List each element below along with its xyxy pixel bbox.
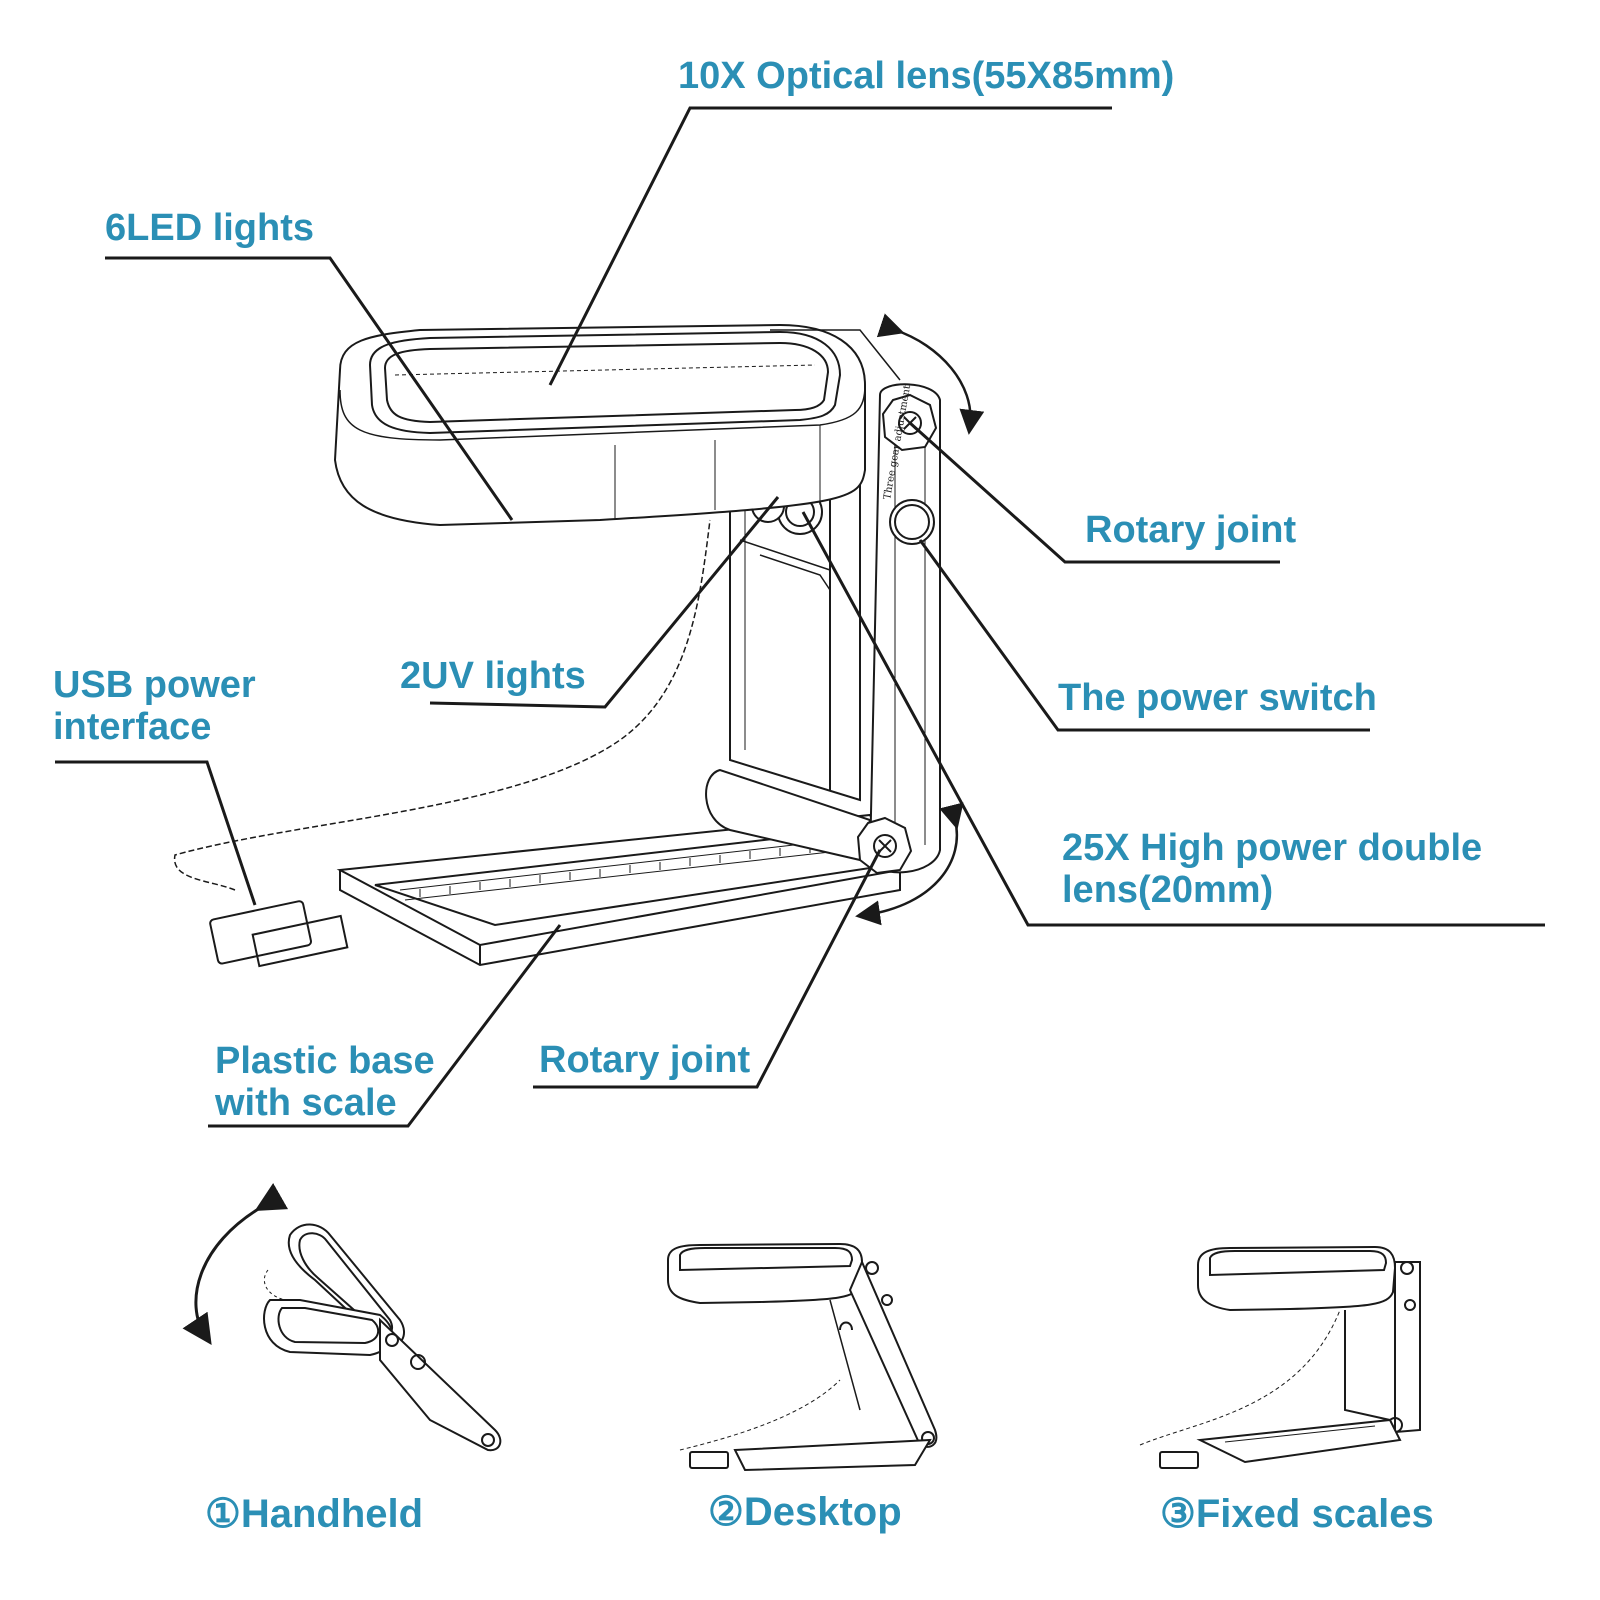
leader-led-lights — [105, 256, 514, 521]
base-scale-ticks — [419, 845, 811, 897]
label-plastic-base-line1: Plastic base — [215, 1040, 435, 1082]
label-usb: USB power interface — [53, 664, 256, 748]
side-arm — [868, 383, 941, 874]
label-rotary-joint-top: Rotary joint — [1085, 509, 1297, 551]
usb-plug-icon — [209, 900, 349, 968]
label-power-switch: The power switch — [1058, 677, 1377, 719]
lens-head — [333, 323, 901, 527]
leader-power-switch — [918, 539, 1370, 732]
label-uv-lights: 2UV lights — [400, 655, 586, 697]
leader-rotary-joint-bottom — [533, 849, 882, 1089]
leader-lines — [55, 106, 1545, 1128]
label-led-lights: 6LED lights — [105, 207, 315, 249]
caption-desktop: ②Desktop — [708, 1490, 902, 1534]
label-high-power: 25X High power double lens(20mm) — [1062, 827, 1482, 911]
label-usb-line2: interface — [53, 706, 212, 748]
bottom-rotation-arrow-icon — [855, 802, 964, 926]
bottom-rotary-joint-icon — [856, 816, 913, 875]
leader-uv-lights — [429, 496, 780, 709]
fixed-scales-mode-illustration — [1139, 1245, 1421, 1469]
label-rotary-joint-bottom: Rotary joint — [539, 1039, 751, 1081]
caption-fixed-scales: ③Fixed scales — [1160, 1492, 1434, 1536]
leader-optical-lens — [548, 106, 1112, 386]
label-high-power-line2: lens(20mm) — [1062, 869, 1274, 911]
leader-rotary-joint-top — [908, 421, 1280, 564]
leader-usb — [55, 760, 257, 906]
handheld-rotation-arrow-icon — [182, 1183, 289, 1345]
label-high-power-line1: 25X High power double — [1062, 827, 1483, 869]
magnifier-illustration — [174, 313, 985, 968]
leader-high-power — [801, 511, 1545, 927]
label-usb-line1: USB power — [53, 664, 256, 706]
back-panel — [729, 470, 861, 802]
label-optical-lens: 10X Optical lens(55X85mm) — [678, 55, 1175, 97]
plastic-base — [336, 813, 902, 967]
leader-plastic-base — [208, 924, 562, 1128]
power-switch-icon — [889, 499, 935, 545]
handheld-mode-illustration — [182, 1183, 502, 1452]
top-rotation-arrow-icon — [876, 313, 985, 435]
label-plastic-base: Plastic base with scale — [215, 1040, 435, 1124]
caption-handheld: ①Handheld — [205, 1492, 424, 1536]
label-plastic-base-line2: with scale — [215, 1082, 397, 1124]
usb-cable — [174, 519, 711, 891]
desktop-mode-illustration — [667, 1242, 938, 1472]
bottom-hinge — [705, 768, 872, 862]
